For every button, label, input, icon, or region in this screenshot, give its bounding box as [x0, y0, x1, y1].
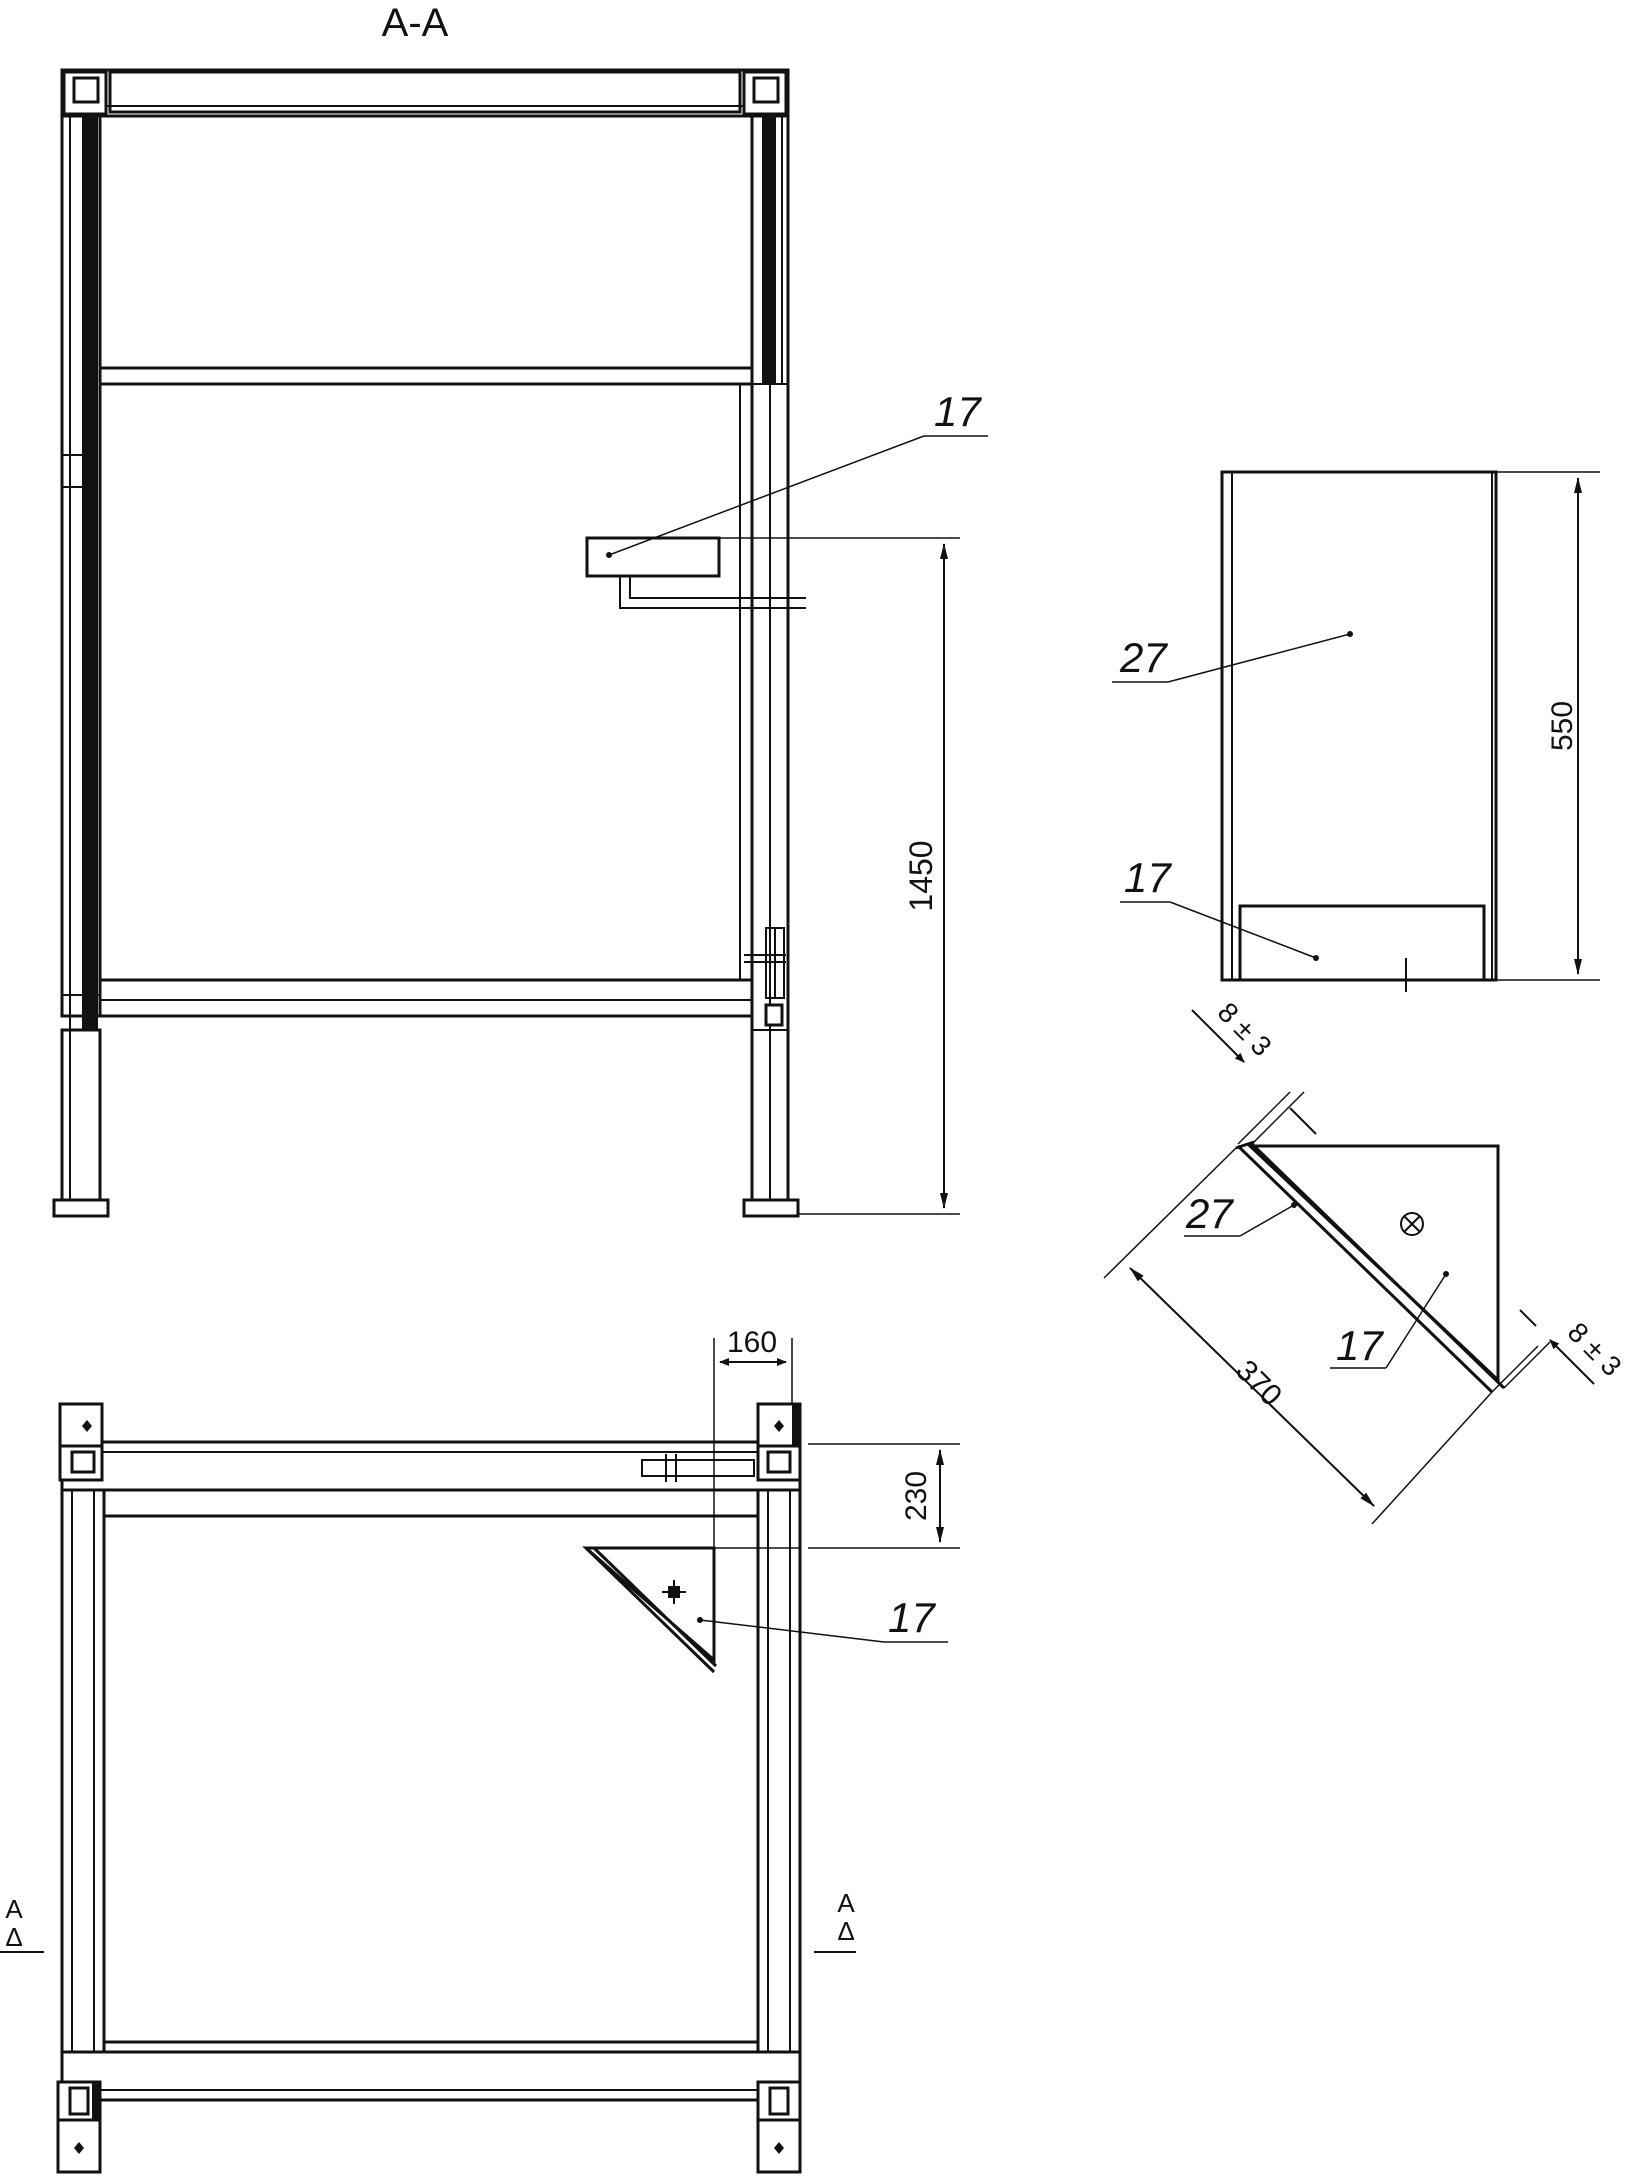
dim-1450: 1450 [903, 840, 939, 911]
leader-17 [608, 435, 925, 556]
plan-view: 17 160 230 A Δ A Δ [0, 1326, 960, 2174]
dim-line-370 [1129, 1267, 1375, 1507]
callout-27-corner: 27 [1185, 1190, 1234, 1237]
callout-27-side: 27 [1119, 634, 1168, 681]
dim-550: 550 [1546, 701, 1579, 751]
section-marker-right-letter: A [837, 1888, 855, 1918]
callout-17-corner: 17 [1336, 1322, 1384, 1369]
gap-top-dim: 8 ± 3 [1212, 996, 1278, 1062]
section-marker-left-symbol: Δ [5, 1922, 22, 1952]
section-marker-right-symbol: Δ [837, 1916, 854, 1946]
section-title: A-A [382, 1, 449, 45]
leader-17-plan [699, 1619, 885, 1643]
dim-370: 370 [1229, 1354, 1288, 1413]
side-view: 550 27 17 [1112, 470, 1600, 992]
section-marker-left-letter: A [5, 1894, 23, 1924]
callout-17-side: 17 [1124, 854, 1172, 901]
callout-17-plan: 17 [888, 1594, 936, 1641]
dim-230: 230 [900, 1471, 933, 1521]
front-view: A-A [52, 1, 988, 1218]
corner-detail: 8 ± 3 8 ± 3 370 27 17 [1103, 996, 1628, 1525]
gap-bottom-dim: 8 ± 3 [1562, 1316, 1628, 1382]
dim-160: 160 [727, 1326, 777, 1359]
callout-17: 17 [934, 388, 982, 435]
